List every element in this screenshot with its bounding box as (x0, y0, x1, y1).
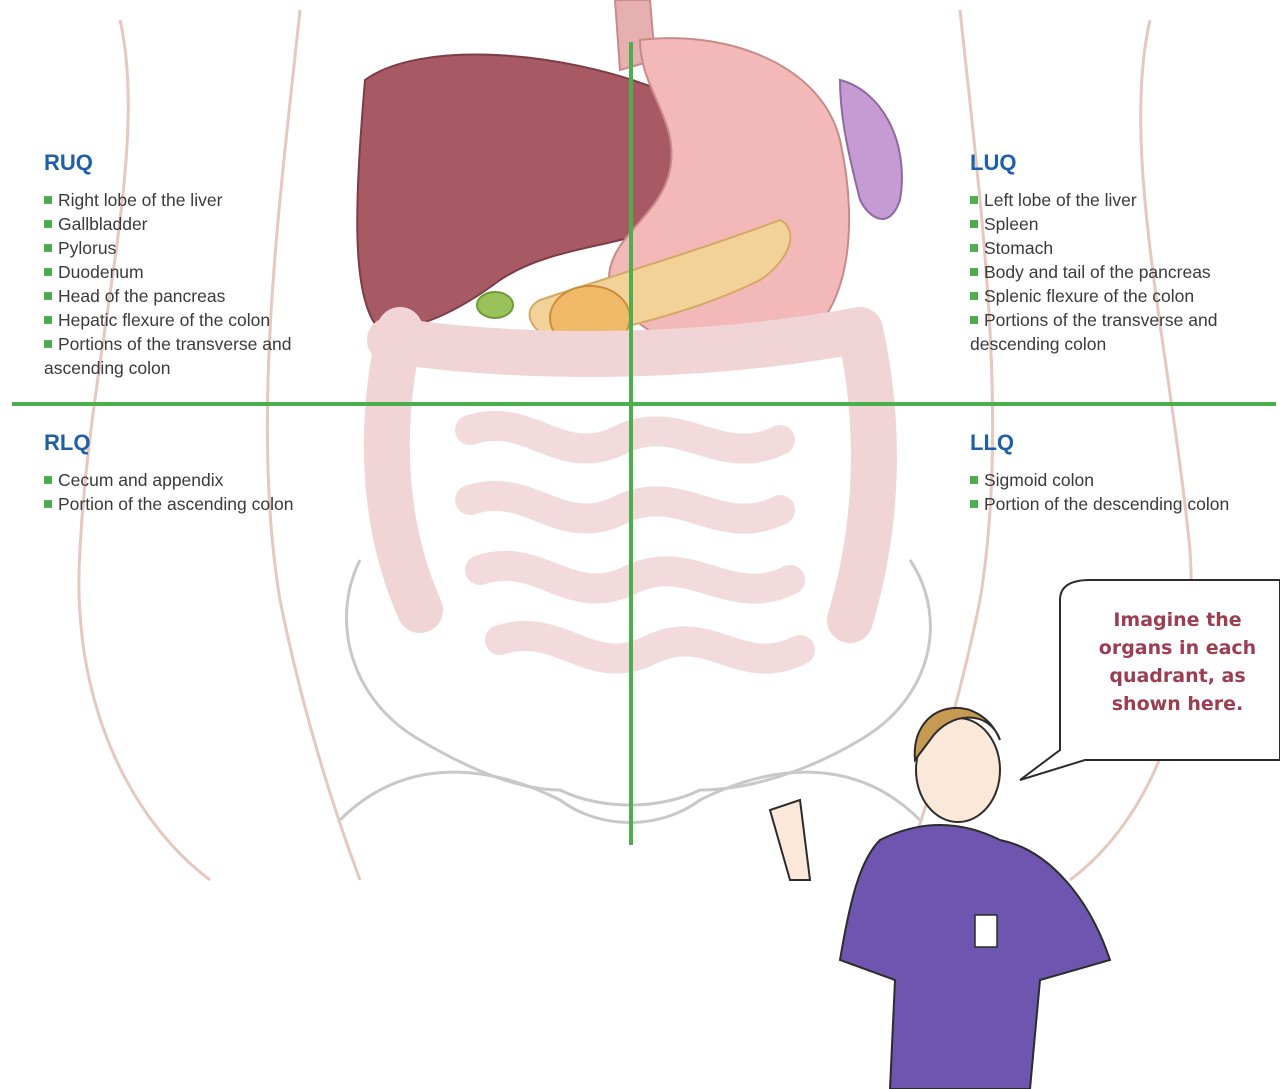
gallbladder (477, 292, 513, 318)
organ-list-item: Cecum and appendix (44, 468, 334, 492)
organ-list-item: Hepatic flexure of the colon (44, 308, 334, 332)
bullet-icon (970, 292, 978, 300)
organ-name: Pylorus (58, 238, 116, 258)
organ-list-item: Left lobe of the liver (970, 188, 1250, 212)
organ-list-item: Portion of the descending colon (970, 492, 1260, 516)
nurse-uniform (840, 825, 1110, 1089)
bullet-icon (970, 268, 978, 276)
quadrant-title: RUQ (44, 150, 334, 176)
quadrant-title: LLQ (970, 430, 1260, 456)
bullet-icon (970, 244, 978, 252)
organ-list-item: Duodenum (44, 260, 334, 284)
bullet-icon (44, 220, 52, 228)
organ-name: Sigmoid colon (984, 470, 1094, 490)
speech-bubble-text: Imagine the organs in each quadrant, as … (1080, 606, 1275, 718)
organ-list-item: Portion of the ascending colon (44, 492, 334, 516)
organ-list-item: Sigmoid colon (970, 468, 1260, 492)
bullet-icon (970, 220, 978, 228)
organ-name: Duodenum (58, 262, 144, 282)
organ-list-item: Spleen (970, 212, 1250, 236)
organ-name: Right lobe of the liver (58, 190, 222, 210)
organ-list-item: Right lobe of the liver (44, 188, 334, 212)
organ-list-item: Portions of the transverse and descendin… (970, 308, 1250, 356)
bullet-icon (44, 244, 52, 252)
organ-name: Stomach (984, 238, 1053, 258)
bullet-icon (44, 316, 52, 324)
small-intestine (470, 426, 800, 659)
organ-list-item: Portions of the transverse and ascending… (44, 332, 334, 380)
organ-name: Portions of the transverse and descendin… (970, 310, 1217, 354)
organ-name: Head of the pancreas (58, 286, 225, 306)
organ-list-item: Body and tail of the pancreas (970, 260, 1250, 284)
organ-list-item: Stomach (970, 236, 1250, 260)
organ-name: Splenic flexure of the colon (984, 286, 1194, 306)
bullet-icon (970, 476, 978, 484)
organ-name: Cecum and appendix (58, 470, 223, 490)
bullet-icon (44, 268, 52, 276)
organ-name: Portion of the ascending colon (58, 494, 293, 514)
organ-name: Hepatic flexure of the colon (58, 310, 270, 330)
quadrant-title: LUQ (970, 150, 1250, 176)
bullet-icon (970, 196, 978, 204)
nurse-pointing-hand (770, 800, 810, 880)
organ-name: Gallbladder (58, 214, 148, 234)
bullet-icon (970, 500, 978, 508)
bullet-icon (44, 500, 52, 508)
organ-list-item: Head of the pancreas (44, 284, 334, 308)
organ-list-item: Splenic flexure of the colon (970, 284, 1250, 308)
organ-name: Portion of the descending colon (984, 494, 1229, 514)
bullet-icon (970, 316, 978, 324)
organ-name: Portions of the transverse and ascending… (44, 334, 291, 378)
organ-name: Body and tail of the pancreas (984, 262, 1211, 282)
quadrant-title: RLQ (44, 430, 334, 456)
bullet-icon (44, 292, 52, 300)
organ-list-item: Gallbladder (44, 212, 334, 236)
organ-list-item: Pylorus (44, 236, 334, 260)
nurse-id-badge (975, 915, 997, 947)
bullet-icon (44, 476, 52, 484)
bullet-icon (44, 196, 52, 204)
organ-name: Spleen (984, 214, 1039, 234)
bullet-icon (44, 340, 52, 348)
organ-name: Left lobe of the liver (984, 190, 1137, 210)
